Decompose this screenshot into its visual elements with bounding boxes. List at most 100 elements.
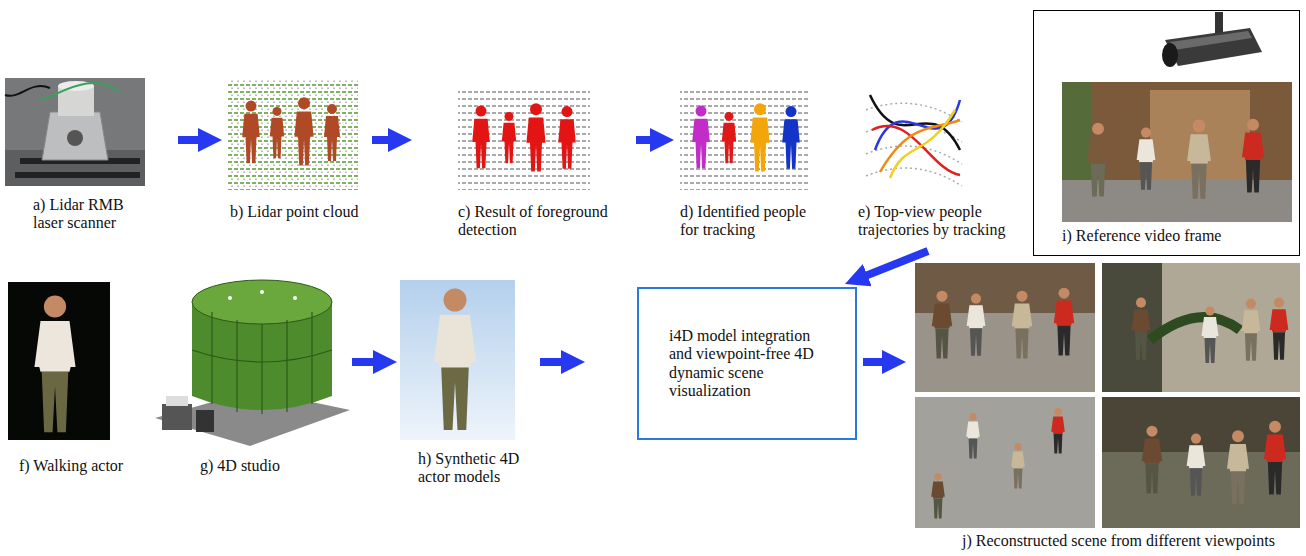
panel-caption: c) Result of foreground detection	[458, 203, 630, 240]
reconstructed-scene-views	[1142, 426, 1162, 494]
synthetic-actor-model	[400, 280, 515, 440]
panel-caption: b) Lidar point cloud	[230, 203, 370, 221]
flow-arrow	[178, 136, 204, 144]
foreground-image	[458, 88, 590, 190]
tracking-image	[722, 112, 736, 163]
studio-drawing	[196, 410, 214, 432]
flow-arrow	[636, 136, 656, 144]
trajectory-image	[866, 78, 962, 190]
reconstructed-scene-views	[966, 413, 980, 458]
surveillance-camera	[1162, 43, 1178, 67]
reconstructed-scene-views	[1102, 263, 1300, 392]
flow-arrow	[862, 251, 928, 277]
trajectory-image	[866, 78, 962, 190]
point-cloud-image	[294, 97, 313, 165]
reconstructed-scene-views	[915, 263, 1300, 528]
panel-caption: i) Reference video frame	[1062, 227, 1292, 245]
panel-caption: h) Synthetic 4D actor models	[418, 450, 528, 487]
foreground-image	[502, 112, 516, 163]
lidar-scanner-photo	[40, 83, 120, 100]
panel-caption: f) Walking actor	[19, 457, 131, 475]
image-panel: e) Top-view people trajectories by track…	[858, 75, 1030, 245]
synthetic-actor-model	[400, 280, 515, 440]
point-cloud-image	[228, 80, 358, 190]
foreground-image	[526, 103, 545, 171]
lidar-scanner-photo	[15, 172, 140, 178]
reference-video-frame	[1062, 82, 1292, 222]
framed-image-panel: i) Reference video frame	[1033, 10, 1300, 256]
surveillance-camera	[1165, 28, 1262, 66]
reference-video-frame	[1242, 119, 1264, 193]
flow-arrow	[372, 136, 394, 144]
reconstructed-scene-views	[1150, 317, 1240, 340]
walking-actor-photo	[34, 295, 75, 432]
studio-drawing	[192, 280, 332, 324]
tracking-image	[782, 106, 800, 169]
image-panel: d) Identified people for tracking	[678, 75, 823, 245]
lidar-scanner-photo	[5, 78, 145, 186]
flow-arrow	[540, 358, 567, 366]
surveillance-camera	[1170, 31, 1252, 50]
studio-drawing	[293, 296, 297, 300]
image-panel: g) 4D studio	[150, 280, 350, 480]
reconstructed-scene-views	[915, 397, 1095, 528]
studio-drawing	[166, 396, 188, 406]
reconstructed-scene-views	[1270, 298, 1289, 360]
reference-video-frame	[1087, 123, 1109, 197]
image-panel: a) Lidar RMB laser scanner	[5, 75, 160, 245]
point-cloud-image	[270, 107, 284, 158]
walking-actor-photo	[8, 282, 110, 440]
process-box: i4D model integration and viewpoint-free…	[637, 287, 857, 440]
reconstructed-scene-views	[1011, 443, 1025, 488]
reconstructed-scene-views	[1054, 288, 1074, 356]
reconstructed-scene-views	[1202, 306, 1219, 363]
panel-caption: d) Identified people for tracking	[680, 203, 822, 240]
walking-actor-photo	[8, 282, 110, 440]
foreground-image	[458, 88, 590, 190]
panel-caption: j) Reconstructed scene from different vi…	[962, 532, 1302, 550]
reconstructed-scene-views	[1132, 298, 1151, 360]
foreground-image	[458, 88, 590, 190]
reference-video-frame	[1062, 82, 1292, 222]
tracking-image	[692, 106, 710, 169]
process-label: i4D model integration and viewpoint-free…	[669, 327, 825, 401]
image-panel: f) Walking actor	[5, 282, 130, 482]
image-panel: j) Reconstructed scene from different vi…	[912, 262, 1304, 553]
reference-video-frame	[1187, 119, 1211, 198]
point-cloud-image	[242, 101, 260, 164]
tracking-image	[680, 88, 810, 190]
flow-arrow	[863, 358, 888, 366]
reconstructed-scene-views	[1242, 299, 1261, 361]
studio-drawing	[228, 296, 232, 300]
panel-caption: e) Top-view people trajectories by track…	[858, 203, 1028, 240]
panel-caption: a) Lidar RMB laser scanner	[33, 196, 141, 233]
reconstructed-scene-views	[1187, 434, 1206, 496]
foreground-image	[558, 106, 576, 169]
tracking-image	[750, 103, 769, 171]
reconstructed-scene-views	[1264, 421, 1286, 495]
studio-drawing	[260, 290, 264, 294]
lidar-scanner-photo	[67, 130, 83, 146]
reference-video-frame	[1062, 82, 1092, 182]
foreground-image	[472, 106, 490, 169]
lidar-scanner-photo	[5, 78, 145, 186]
reconstructed-scene-views	[1102, 397, 1300, 528]
panel-caption: g) 4D studio	[200, 457, 340, 475]
surveillance-camera	[1162, 12, 1262, 67]
point-cloud-image	[228, 80, 358, 190]
flow-arrow	[352, 358, 379, 366]
reconstructed-scene-views	[1051, 408, 1065, 453]
reconstructed-scene-views	[932, 291, 952, 359]
lidar-scanner-photo	[5, 86, 50, 96]
studio-drawing	[162, 404, 192, 430]
trajectory-image	[890, 110, 955, 178]
point-cloud-image	[324, 104, 340, 161]
synthetic-actor-model	[434, 289, 477, 431]
reconstructed-scene-views	[1227, 430, 1249, 504]
studio-drawing	[192, 350, 332, 362]
surveillance-camera	[1215, 12, 1223, 34]
image-panel: c) Result of foreground detection	[455, 75, 630, 245]
tracking-image	[680, 88, 810, 190]
